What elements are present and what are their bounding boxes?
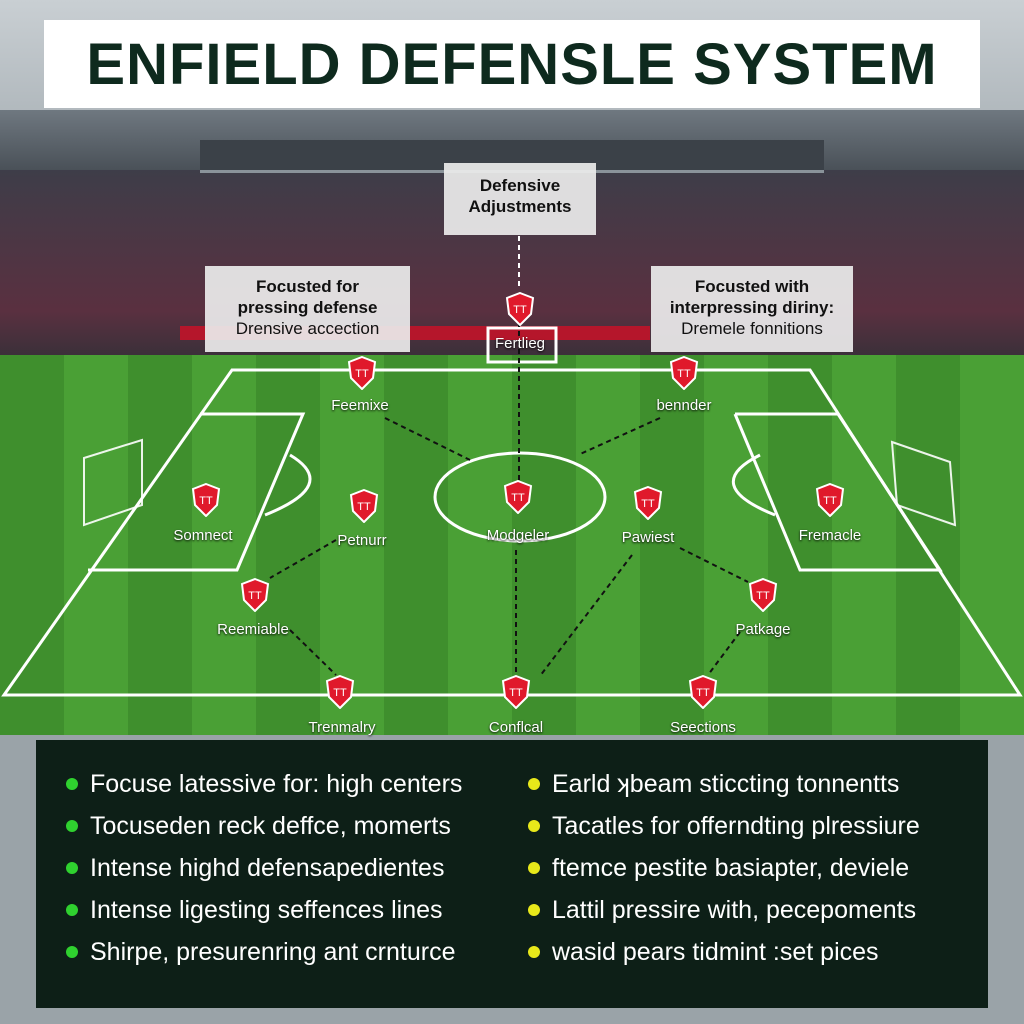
svg-text:TT: TT [357, 501, 371, 513]
connection-lines [269, 236, 749, 677]
bullet-dot [528, 820, 540, 832]
player-label: Pawiest [621, 529, 675, 546]
player-label: Seections [670, 719, 736, 736]
right-goal [890, 440, 957, 527]
top-goal [486, 326, 558, 364]
football-pitch [0, 355, 1024, 735]
legend-item: Tocuseden reck deffce, momerts [90, 812, 451, 840]
shield-icon: TT [349, 489, 379, 523]
connector [707, 631, 741, 676]
bullet-dot [66, 946, 78, 958]
shield-icon: TT [503, 480, 533, 514]
callout-left: Focusted for pressing defense Drensive a… [205, 266, 410, 352]
legend-item: Lattil pressire with, pecepoments [552, 896, 917, 924]
svg-text:TT: TT [513, 304, 527, 316]
goal-label: Fertlieg [494, 335, 546, 352]
connector [384, 417, 471, 461]
player-label: Conflcal [488, 719, 544, 736]
shield-icon: TT [688, 675, 718, 709]
player-label: bennder [656, 397, 712, 414]
bullet-dot [66, 862, 78, 874]
legend-item: Shirpe, presurenring ant crnturce [90, 938, 456, 966]
player-label: Feemixe [331, 397, 389, 414]
player-label: Patkage [735, 621, 791, 638]
svg-text:TT: TT [823, 495, 837, 507]
svg-text:TT: TT [248, 590, 262, 602]
bullet-dot [528, 862, 540, 874]
shield-icon: TT [815, 483, 845, 517]
callout-line: Adjustments [468, 197, 572, 216]
shield-icon: TT [505, 292, 535, 326]
callout-right: Focusted with interpressing diriny: Drem… [651, 266, 853, 352]
legend-item: Tacatles for offerndting plressiure [552, 812, 920, 840]
shield-icon: TT [669, 356, 699, 390]
title-banner: ENFIELD DEFENSLE SYSTEM [44, 20, 980, 108]
connector [679, 547, 749, 583]
right-penalty-box [733, 412, 943, 572]
shield-icon: TT [325, 675, 355, 709]
svg-text:TT: TT [199, 495, 213, 507]
connector [539, 554, 633, 677]
pitch-boundary [1, 368, 1023, 697]
shield-icon-graphic: TT [505, 292, 535, 326]
player-label: Trenmalry [308, 719, 376, 736]
callout-line: pressing defense [237, 298, 378, 317]
legend-item: Intense ligesting seffences lines [90, 896, 443, 924]
legend-item: Intense highd defensapedientes [90, 854, 445, 882]
shield-icon: TT [347, 356, 377, 390]
bullet-dot [528, 778, 540, 790]
shield-icon: TT [191, 483, 221, 517]
callout-line: Drensive accection [235, 319, 380, 338]
callout-defensive-adjustments: Defensive Adjustments [444, 163, 596, 235]
player-label: Somnect [173, 527, 233, 544]
bullet-dot [528, 946, 540, 958]
svg-text:TT: TT [641, 498, 655, 510]
legend-item: Earld ʞbeam sticcting tonnentts [552, 770, 900, 798]
shield-icon: TT [748, 578, 778, 612]
connector [289, 629, 337, 676]
callout-line: Defensive [479, 176, 561, 195]
bullet-dot [66, 820, 78, 832]
bullet-dot [66, 904, 78, 916]
callout-line: Focusted with [694, 277, 810, 296]
left-penalty-box [88, 412, 306, 572]
svg-text:TT: TT [511, 492, 525, 504]
bullet-dot [528, 904, 540, 916]
connector [577, 417, 661, 456]
player-label: Fremacle [798, 527, 862, 544]
legend-item: wasid pears tidmint :set pices [552, 938, 879, 966]
svg-text:TT: TT [355, 368, 369, 380]
svg-text:TT: TT [333, 687, 347, 699]
right-penalty-arc [731, 453, 776, 517]
svg-text:TT: TT [677, 368, 691, 380]
shield-icon: TT [240, 578, 270, 612]
player-label: Modgeler [486, 527, 550, 544]
player-label: Reemiable [217, 621, 289, 638]
svg-text:TT: TT [756, 590, 770, 602]
legend-item: Focuse latessive for: high centers [90, 770, 463, 798]
callout-line: interpressing diriny: [669, 298, 835, 317]
svg-text:TT: TT [696, 687, 710, 699]
legend-item: ftemce pestite basiapter, deviele [552, 854, 910, 882]
connector [269, 539, 337, 579]
player-label: Petnurr [337, 532, 387, 549]
left-goal [83, 438, 143, 527]
left-penalty-arc [264, 453, 312, 517]
page-title: ENFIELD DEFENSLE SYSTEM [86, 31, 938, 97]
callout-line: Dremele fonnitions [681, 319, 823, 338]
callout-line: Focusted for [256, 277, 359, 296]
shield-icon: TT [501, 675, 531, 709]
bullet-dot [66, 778, 78, 790]
svg-text:TT: TT [509, 687, 523, 699]
shield-icon: TT [633, 486, 663, 520]
